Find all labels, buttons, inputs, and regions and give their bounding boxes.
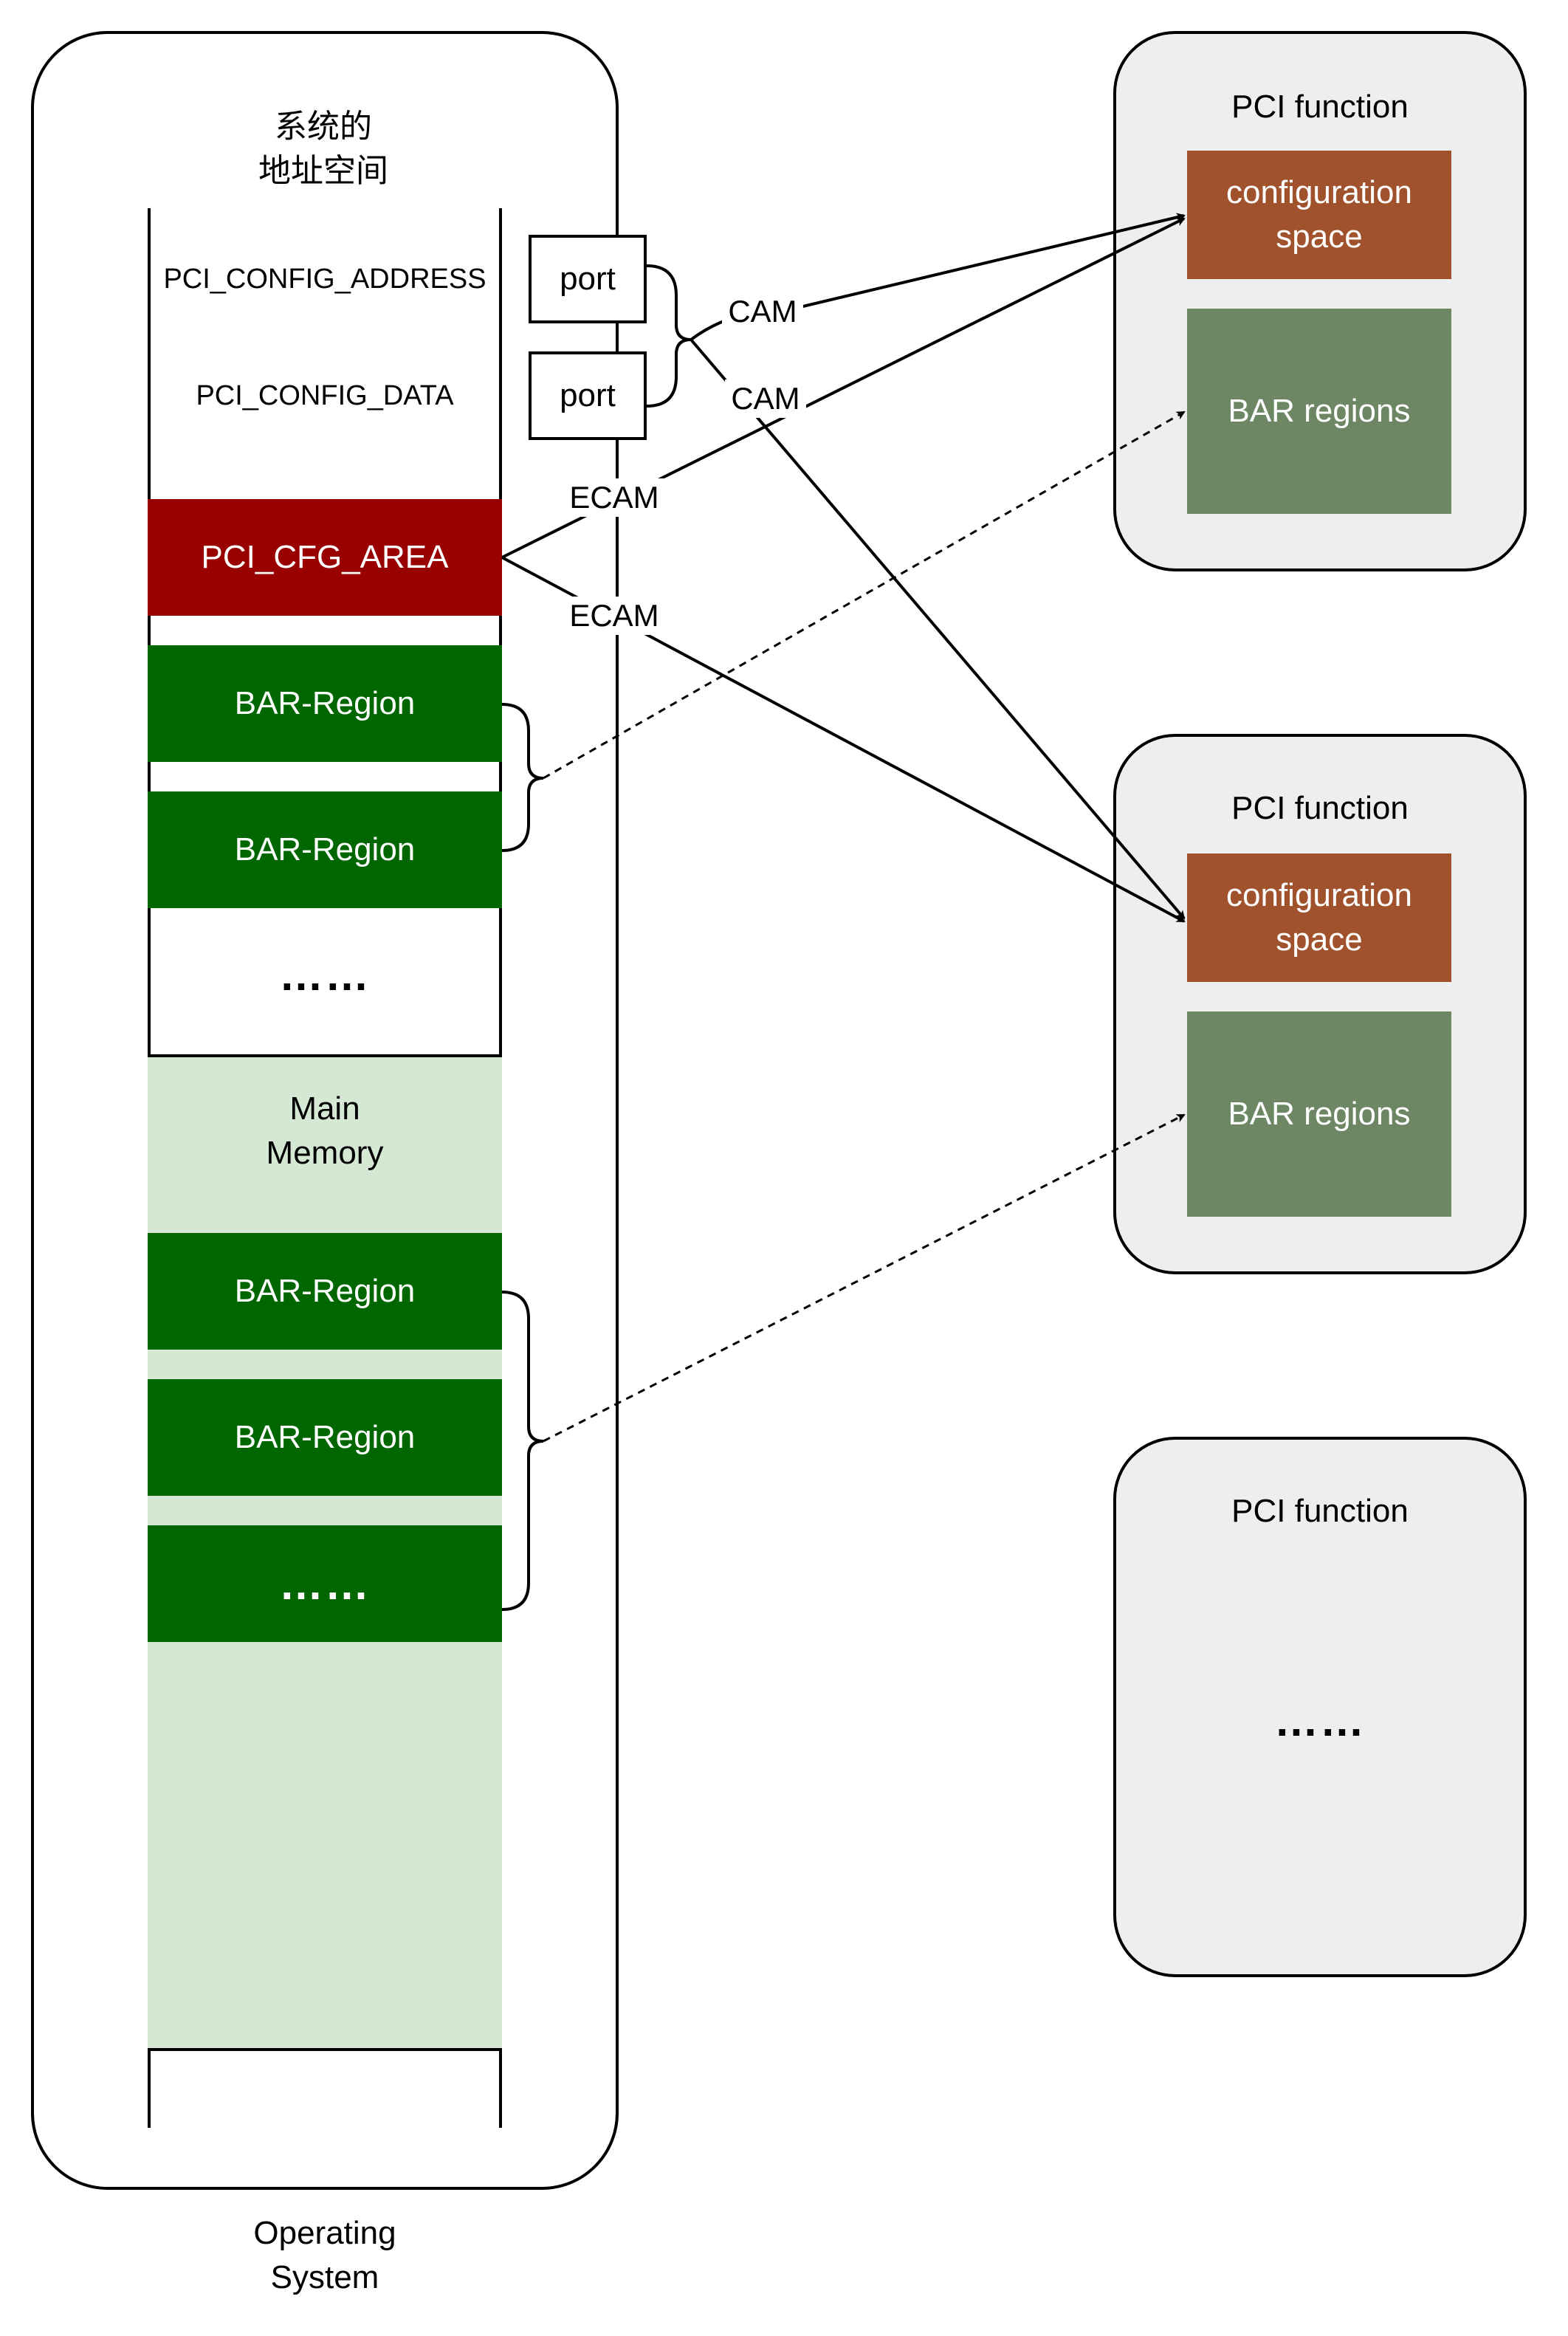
lower-bar-brace <box>501 1291 544 1611</box>
address-ellipsis: …… <box>279 949 371 1000</box>
ecam-label-2: ECAM <box>563 597 666 635</box>
pci-cfg-area-region: PCI_CFG_AREA <box>148 499 502 616</box>
pci-function-2-config-space: configuration space <box>1187 853 1451 982</box>
bar-mapping-to-function-2 <box>543 1113 1186 1443</box>
port-brace <box>646 264 692 408</box>
address-space-title: 系统的 地址空间 <box>258 108 388 190</box>
upper-bar-brace <box>501 703 544 852</box>
bar-region-ellipsis: …… <box>148 1525 502 1642</box>
bar-region-4: BAR-Region <box>148 1379 502 1496</box>
bar-region-1: BAR-Region <box>148 645 502 762</box>
pci-function-3 <box>1113 1437 1527 1977</box>
main-memory-label: Main Memory <box>266 1090 384 1171</box>
pci-function-2-title: PCI function <box>1231 790 1409 826</box>
bar-region-2: BAR-Region <box>148 791 502 908</box>
config-data-port: port <box>529 351 647 440</box>
pci-function-1-title: PCI function <box>1231 89 1409 125</box>
pci-config-data-label: PCI_CONFIG_DATA <box>196 379 454 411</box>
ecam-label-1: ECAM <box>563 478 666 517</box>
operating-system-caption: Operating System <box>253 2215 396 2295</box>
pci-function-1-bar-regions: BAR regions <box>1187 309 1451 514</box>
bar-region-3: BAR-Region <box>148 1233 502 1350</box>
pci-function-2-bar-regions: BAR regions <box>1187 1011 1451 1217</box>
pci-function-3-ellipsis: …… <box>1274 1695 1366 1745</box>
pci-config-address-label: PCI_CONFIG_ADDRESS <box>163 263 486 295</box>
cam-label-1: CAM <box>722 292 803 331</box>
cam-arrow-to-function-2 <box>690 338 1186 920</box>
pci-function-3-title: PCI function <box>1231 1493 1409 1529</box>
pci-function-1-config-space: configuration space <box>1187 151 1451 279</box>
config-address-port: port <box>529 235 647 323</box>
bar-mapping-to-function-1 <box>543 410 1186 780</box>
cam-label-2: CAM <box>725 379 806 418</box>
